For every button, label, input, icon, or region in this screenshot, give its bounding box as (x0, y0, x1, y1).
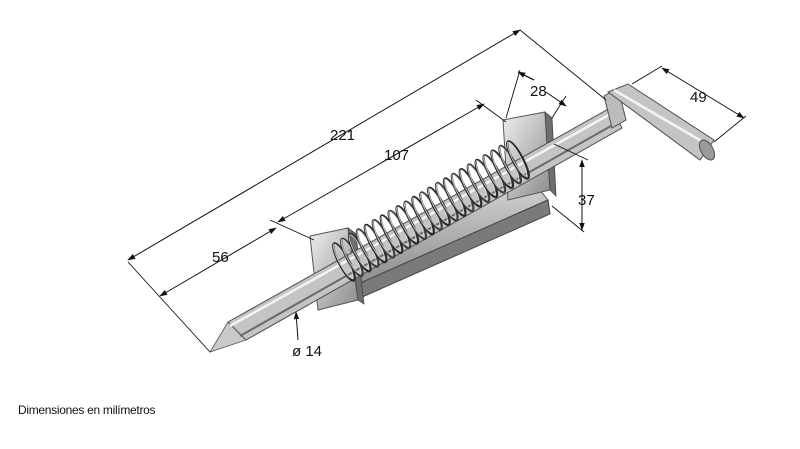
dimension-37-label: 37 (578, 192, 595, 209)
dimension-56: 56 (159, 227, 277, 297)
dimension-49: 49 (631, 65, 747, 143)
dimension-107: 107 (269, 99, 507, 241)
dimension-28: 28 (505, 69, 567, 119)
dimension-37: 37 (551, 143, 595, 233)
dimension-diameter: ø 14 (292, 311, 322, 360)
dimension-28-label: 28 (530, 83, 547, 100)
dimension-annotations: 221 107 56 28 49 (127, 29, 747, 360)
spring-latch-part (209, 83, 716, 353)
dimension-diameter-label: ø 14 (292, 343, 322, 360)
dimension-49-label: 49 (690, 89, 707, 106)
dimension-221-label: 221 (330, 127, 355, 144)
dimension-107-label: 107 (384, 147, 409, 164)
units-caption: Dimensiones en milímetros (18, 403, 156, 417)
dimension-56-label: 56 (212, 249, 229, 266)
